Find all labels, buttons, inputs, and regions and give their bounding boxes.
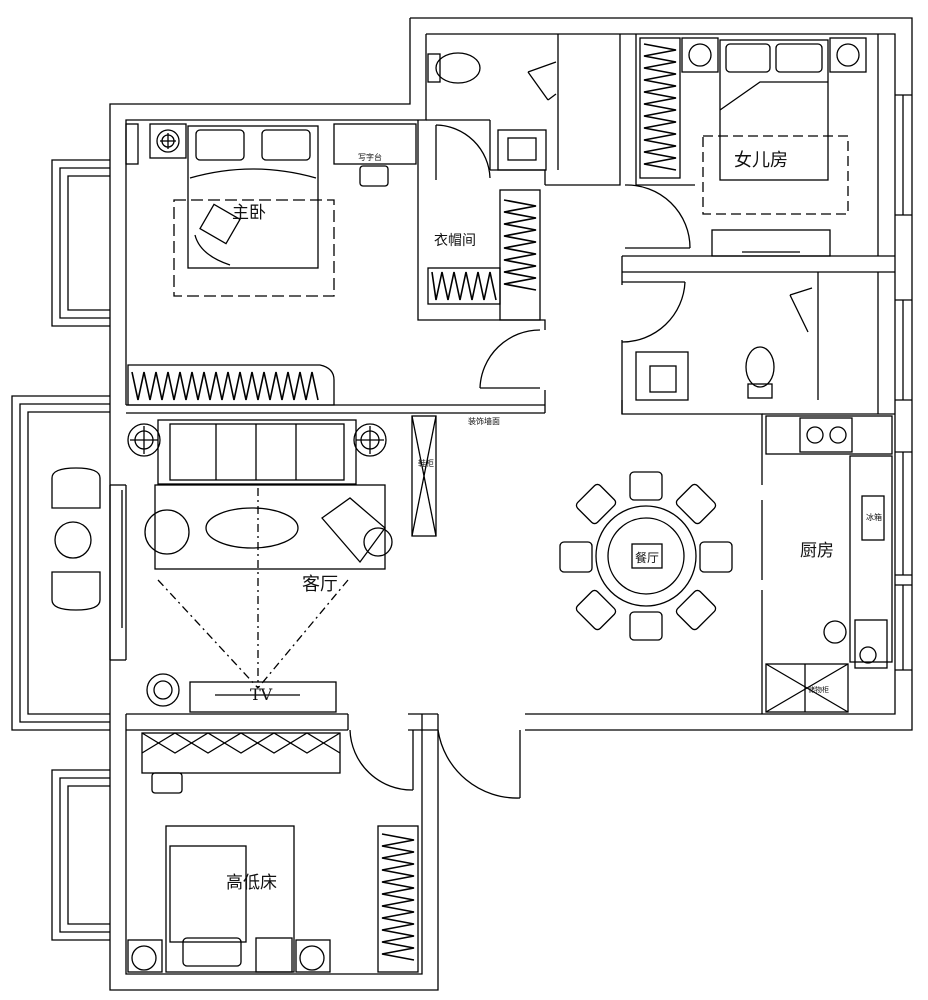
room-label-living-room: 客厅 xyxy=(302,574,338,595)
bunk-bed xyxy=(127,825,331,973)
balcony-middle xyxy=(11,395,110,731)
shoe-cabinet-label: 鞋柜 xyxy=(418,458,434,468)
bathroom-mid xyxy=(635,287,813,401)
room-label-daughter-room: 女儿房 xyxy=(734,150,788,171)
room-label-walk-in-closet: 衣帽间 xyxy=(434,233,476,249)
plant xyxy=(146,673,180,707)
desk-label: 写字台 xyxy=(358,152,382,162)
windows-right xyxy=(895,94,912,671)
cabinet-label: 储物柜 xyxy=(808,685,829,694)
master-wardrobe-hangers xyxy=(131,371,319,401)
outer-walls xyxy=(109,17,913,991)
closet-hangers xyxy=(503,199,537,291)
closet-hangers-bottom xyxy=(431,271,497,301)
daughter-wardrobe xyxy=(639,37,681,179)
bunk-storage xyxy=(141,732,341,794)
bunk-wardrobe-hangers xyxy=(381,833,415,961)
nightstands xyxy=(125,123,417,187)
bunk-wardrobe xyxy=(377,825,419,973)
coffee-table xyxy=(144,484,393,570)
closet-wardrobe xyxy=(427,189,541,321)
master-bed xyxy=(173,125,335,297)
balcony-chairs xyxy=(51,467,101,611)
daughter-bed xyxy=(681,37,867,215)
side-lamps xyxy=(127,423,387,457)
dining-table xyxy=(559,471,733,641)
shoe-cabinet xyxy=(411,415,437,537)
master-wardrobe xyxy=(127,364,335,406)
kitchen-counter xyxy=(765,415,893,713)
room-label-master-bedroom: 主卧 xyxy=(232,203,266,223)
doors xyxy=(121,124,691,799)
tv-label: TV xyxy=(250,685,273,704)
daughter-tv xyxy=(711,229,831,257)
fridge-label: 冰箱 xyxy=(866,512,882,522)
sofa xyxy=(157,419,357,485)
bathroom-top xyxy=(427,52,557,171)
room-label-bunk-bed: 高低床 xyxy=(226,873,277,893)
room-label-kitchen: 厨房 xyxy=(800,541,834,561)
wall-note-label: 装饰墙面 xyxy=(468,416,500,426)
room-label-dining: 餐厅 xyxy=(635,550,659,565)
tv-cabinet xyxy=(189,681,337,713)
daughter-wardrobe-hangers xyxy=(643,43,677,171)
balcony-bottom-left xyxy=(51,769,110,941)
balcony-top-left xyxy=(51,159,110,327)
tv-sight-lines xyxy=(157,488,349,689)
